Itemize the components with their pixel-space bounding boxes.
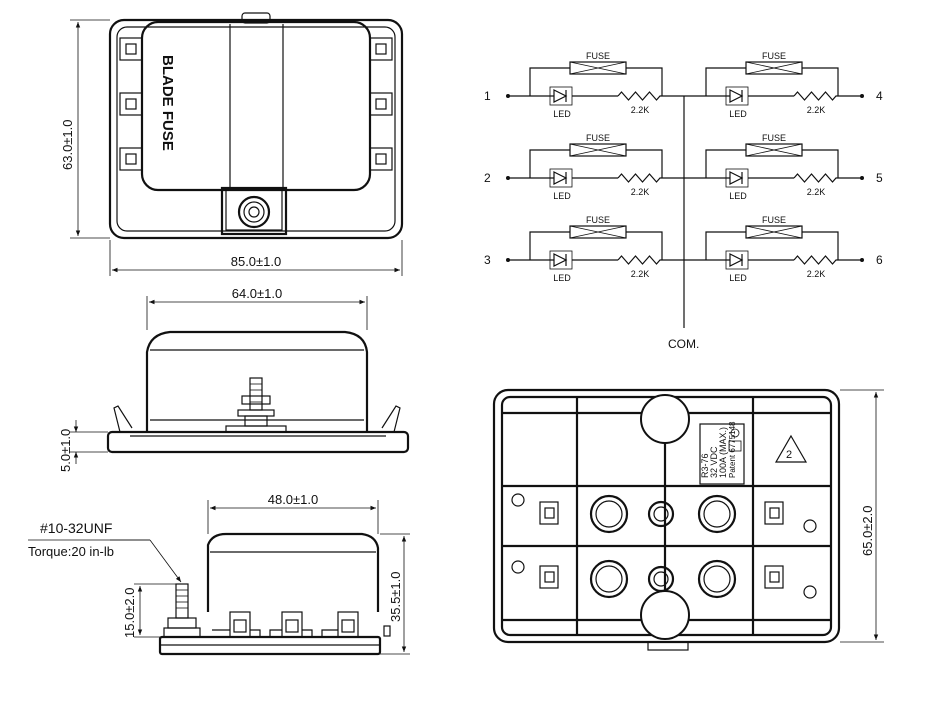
circuit-4 bbox=[684, 61, 864, 106]
resistor-symbol bbox=[617, 91, 662, 101]
schematic: FUSE LED 2.2K FUSE LED 2.2K FUSE LED 2.2K FUSE LED… bbox=[506, 51, 864, 328]
pin-3: 3 bbox=[484, 253, 491, 267]
led-label: LED bbox=[553, 273, 571, 283]
led-symbol bbox=[729, 89, 744, 103]
bottom-height-dim: 65.0±2.0 bbox=[860, 505, 875, 556]
side-stud bbox=[163, 583, 201, 638]
fuse-label: FUSE bbox=[586, 215, 610, 225]
front-width-dim: 64.0±1.0 bbox=[232, 286, 283, 301]
front-base-dim: 5.0±1.0 bbox=[58, 429, 73, 472]
fuse-label: FUSE bbox=[762, 133, 786, 143]
top-height-dim: 63.0±1.0 bbox=[60, 119, 75, 170]
led-symbol bbox=[553, 253, 568, 267]
side-height-dim: 35.5±1.0 bbox=[388, 571, 403, 622]
side-terminals bbox=[212, 611, 359, 638]
resistor-label: 2.2K bbox=[807, 269, 826, 279]
circuit-3 bbox=[506, 225, 684, 270]
resistor-symbol bbox=[793, 173, 838, 183]
led-label: LED bbox=[553, 109, 571, 119]
led-symbol bbox=[553, 171, 568, 185]
led-label: LED bbox=[553, 191, 571, 201]
circuit-2 bbox=[506, 143, 684, 188]
marking-line-3: 100A (MAX.) bbox=[718, 427, 728, 478]
led-label: LED bbox=[729, 191, 747, 201]
terminals-right bbox=[369, 37, 393, 171]
resistor-label: 2.2K bbox=[631, 105, 650, 115]
pin-2: 2 bbox=[484, 171, 491, 185]
pin-5: 5 bbox=[876, 171, 883, 185]
resistor-symbol bbox=[793, 91, 838, 101]
warning-number: 2 bbox=[786, 449, 792, 461]
top-width-dim: 85.0±1.0 bbox=[231, 254, 282, 269]
circuit-5 bbox=[684, 143, 864, 188]
side-width-dim: 48.0±1.0 bbox=[268, 492, 319, 507]
marking-line-2: 32 VDC bbox=[709, 446, 719, 478]
led-label: LED bbox=[729, 273, 747, 283]
resistor-label: 2.2K bbox=[631, 187, 650, 197]
fuse-symbol bbox=[745, 61, 803, 75]
resistor-symbol bbox=[793, 255, 838, 265]
fuse-label: FUSE bbox=[762, 51, 786, 61]
led-label: LED bbox=[729, 109, 747, 119]
circuit-1 bbox=[506, 61, 684, 106]
fuse-label: FUSE bbox=[586, 133, 610, 143]
fuse-symbol bbox=[569, 61, 627, 75]
marking-line-1: R3-76 bbox=[700, 453, 710, 478]
pin-6: 6 bbox=[876, 253, 883, 267]
top-view: BLADE FUSE 63.0±1.0 85.0±1.0 bbox=[60, 12, 404, 276]
resistor-label: 2.2K bbox=[631, 269, 650, 279]
fuse-symbol bbox=[745, 143, 803, 157]
bottom-view: R3-76 32 VDC 100A (MAX.) Patent 6775148 … bbox=[492, 388, 884, 651]
common-label: COM. bbox=[668, 337, 699, 351]
front-view: 64.0±1.0 5.0±1.0 bbox=[58, 286, 410, 472]
resistor-label: 2.2K bbox=[807, 105, 826, 115]
fuse-symbol bbox=[745, 225, 803, 239]
resistor-label: 2.2K bbox=[807, 187, 826, 197]
terminals-left bbox=[119, 37, 143, 171]
circuit-6 bbox=[684, 225, 864, 270]
resistor-symbol bbox=[617, 173, 662, 183]
thread-label: #10-32UNF bbox=[40, 520, 112, 536]
front-stud bbox=[225, 377, 287, 433]
torque-label: Torque:20 in-lb bbox=[28, 544, 114, 559]
resistor-symbol bbox=[617, 255, 662, 265]
side-view: 48.0±1.0 bbox=[28, 492, 410, 656]
led-symbol bbox=[553, 89, 568, 103]
fuse-symbol bbox=[569, 225, 627, 239]
pin-4: 4 bbox=[876, 89, 883, 103]
marking-line-4: Patent 6775148 bbox=[728, 421, 737, 478]
fuse-symbol bbox=[569, 143, 627, 157]
blade-fuse-label: BLADE FUSE bbox=[159, 55, 176, 151]
pin-1: 1 bbox=[484, 89, 491, 103]
fuse-label: FUSE bbox=[762, 215, 786, 225]
stud-height-dim: 15.0±2.0 bbox=[122, 587, 137, 638]
fuse-label: FUSE bbox=[586, 51, 610, 61]
led-symbol bbox=[729, 253, 744, 267]
led-symbol bbox=[729, 171, 744, 185]
